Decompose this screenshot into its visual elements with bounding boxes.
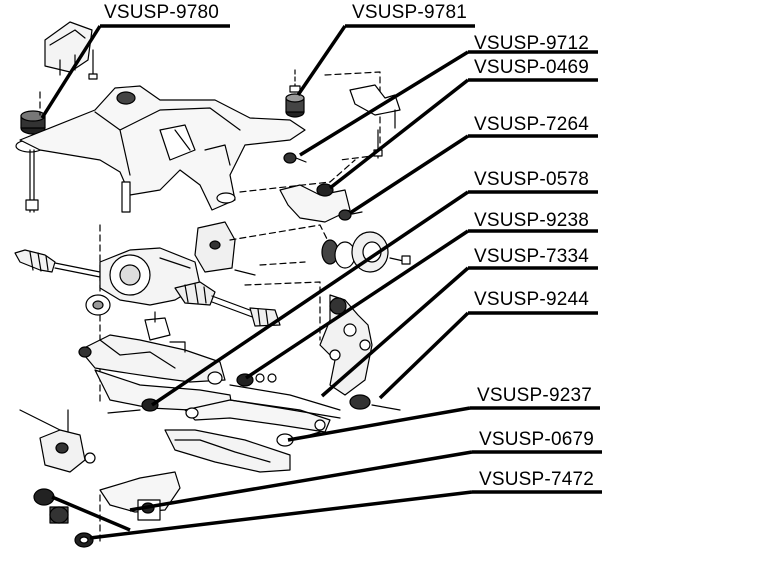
lower-control-arm-front	[78, 311, 226, 385]
part-label-vsusp-0469: VSUSP-0469	[474, 57, 590, 78]
leader-7472	[89, 490, 473, 540]
leader-7334	[320, 266, 470, 398]
leader-lines	[40, 24, 602, 540]
leader-0469	[328, 78, 470, 190]
shock-mount-bracket	[194, 221, 256, 276]
differential-housing	[85, 247, 201, 316]
part-label-vsusp-0679: VSUSP-0679	[479, 429, 595, 450]
part-label-vsusp-7334: VSUSP-7334	[474, 246, 590, 267]
lower-left-mount-bracket	[19, 409, 96, 473]
part-label-vsusp-7264: VSUSP-7264	[474, 114, 590, 135]
left-crossmember-bushing	[15, 110, 46, 213]
leader-9712	[299, 50, 469, 157]
leader-0578	[151, 190, 469, 407]
right-drive-shaft	[174, 281, 281, 327]
part-label-vsusp-9244: VSUSP-9244	[474, 289, 590, 310]
upper-right-bracket	[349, 84, 401, 159]
left-drive-shaft	[14, 249, 101, 278]
part-label-vsusp-9237: VSUSP-9237	[477, 385, 593, 406]
part-label-vsusp-9712: VSUSP-9712	[474, 33, 590, 54]
leader-9244	[378, 311, 470, 400]
leader-9780	[40, 25, 102, 119]
part-label-vsusp-9238: VSUSP-9238	[474, 210, 590, 231]
part-label-vsusp-9781: VSUSP-9781	[352, 2, 468, 23]
lower-spring-seat	[99, 471, 181, 546]
lower-bushing-stack	[33, 488, 94, 548]
leader-7264	[349, 134, 469, 215]
leader-9781	[296, 25, 347, 96]
leader-0679	[129, 450, 473, 512]
part-label-vsusp-9780: VSUSP-9780	[104, 2, 220, 23]
right-crossmember-bushing	[285, 69, 305, 118]
lower-trailing-arm	[164, 384, 401, 473]
leader-9238	[245, 229, 469, 380]
part-label-vsusp-7472: VSUSP-7472	[479, 469, 595, 490]
leader-9237	[287, 406, 471, 442]
wheel-hub-bearing	[321, 231, 411, 273]
leader-7472-branch	[51, 495, 131, 532]
part-label-vsusp-0578: VSUSP-0578	[474, 169, 590, 190]
upper-control-arm	[279, 152, 363, 223]
toe-link	[184, 399, 331, 433]
rear-subframe-crossmember	[19, 85, 306, 211]
